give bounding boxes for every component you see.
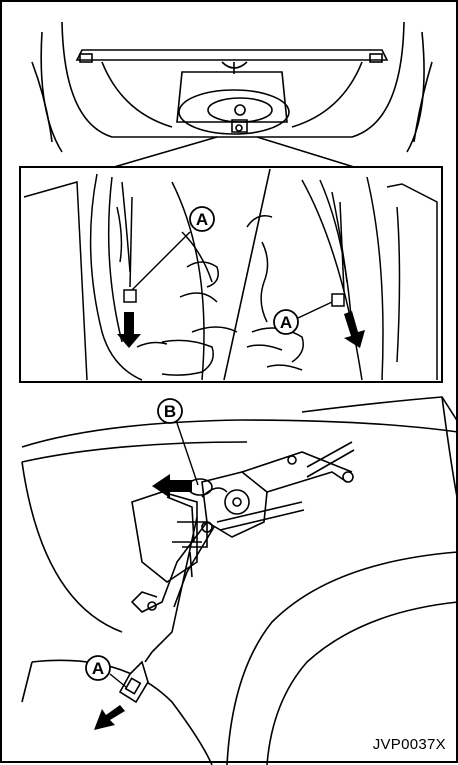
zoom-wedge <box>114 137 354 167</box>
callout-a-left-text: A <box>196 210 208 229</box>
pull-handle <box>120 652 152 702</box>
callout-a-right-text: A <box>280 313 292 332</box>
trunk-lid-view <box>22 397 458 765</box>
callout-b: B <box>158 399 198 485</box>
callout-a-bottom-text: A <box>92 659 104 678</box>
callout-a-bottom: A <box>86 656 126 687</box>
figure-code: JVP0037X <box>373 736 446 753</box>
arrow-pull-handle <box>94 705 125 730</box>
callout-b-text: B <box>164 402 176 421</box>
trunk-top-view <box>32 22 432 152</box>
